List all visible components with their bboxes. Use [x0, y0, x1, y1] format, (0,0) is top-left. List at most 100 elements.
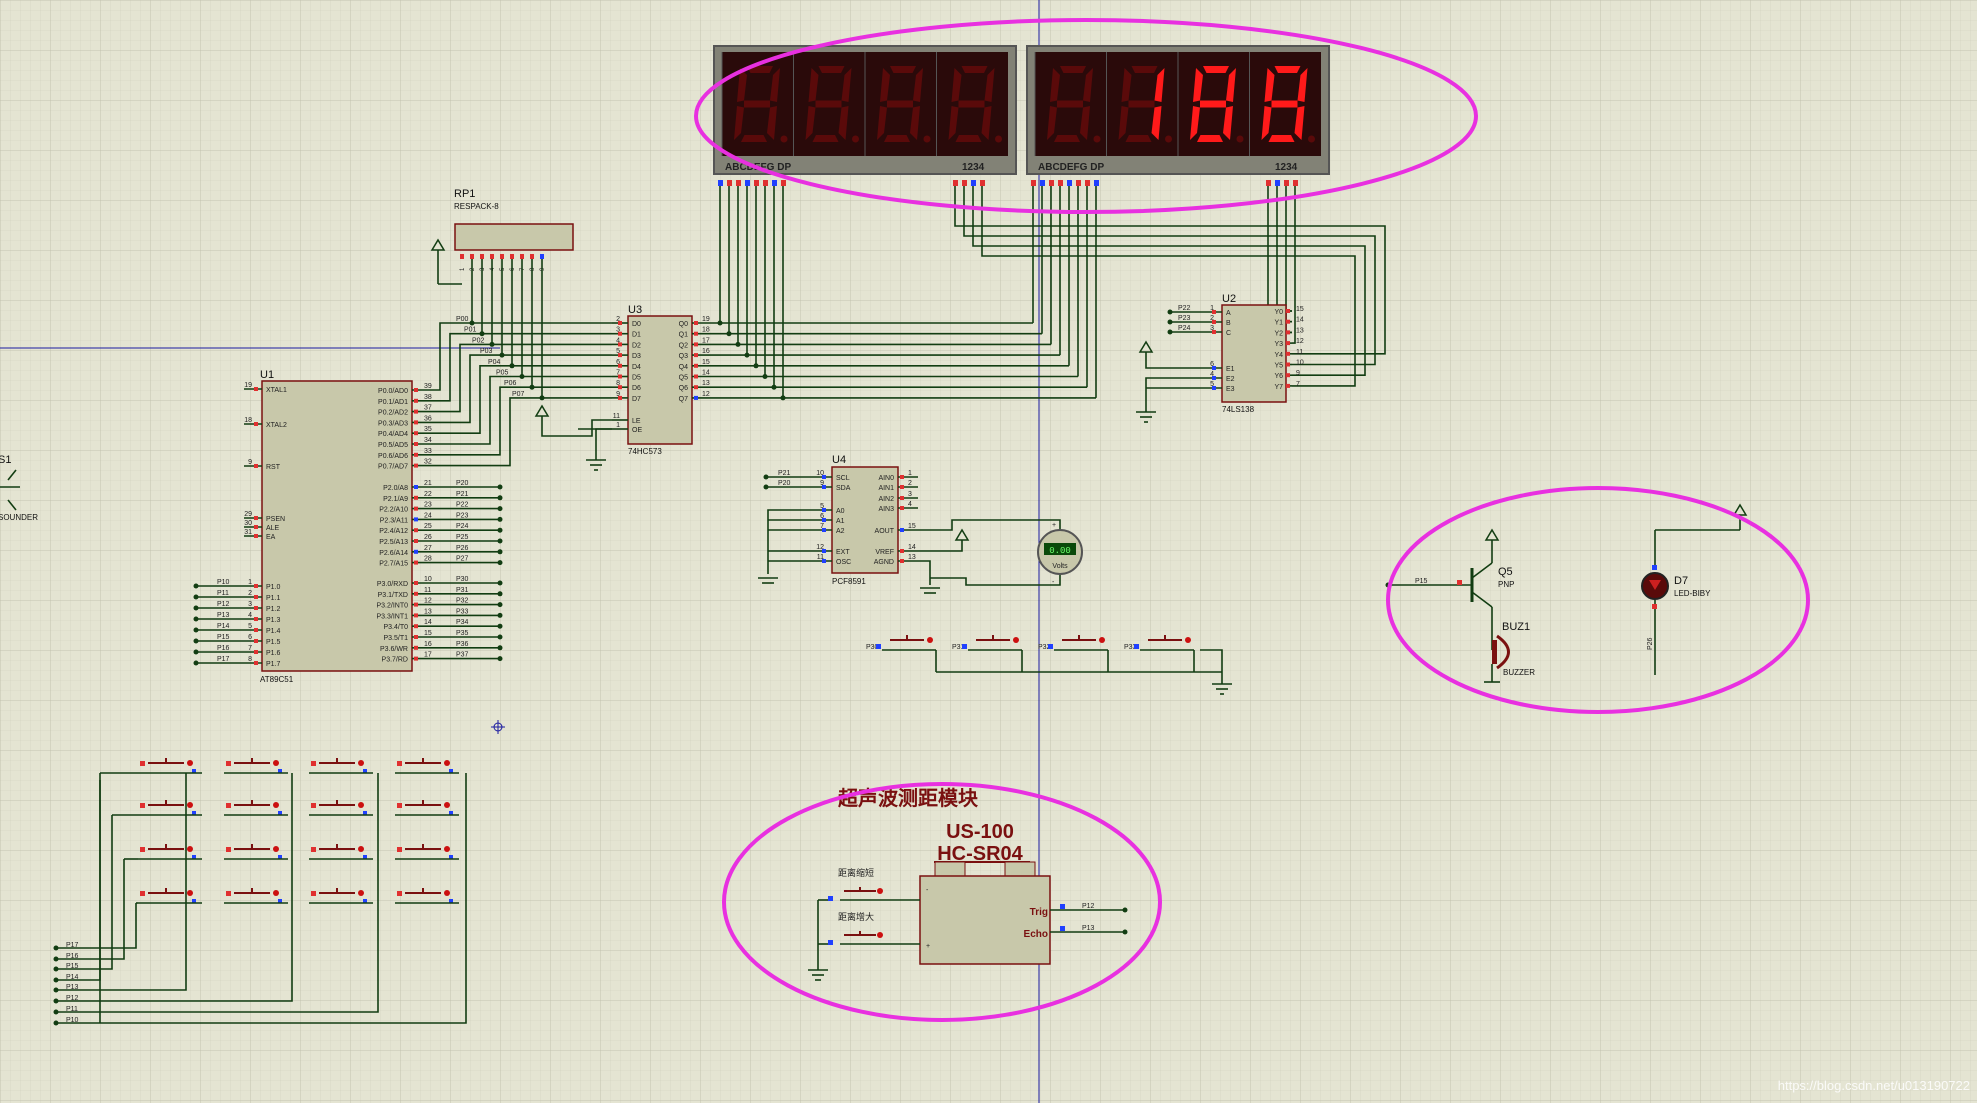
- svg-text:P31: P31: [952, 644, 965, 651]
- svg-text:P10: P10: [66, 1017, 79, 1024]
- distance-shorten-button[interactable]: 距离缩短: [828, 867, 883, 901]
- button-p30[interactable]: P30: [866, 635, 937, 672]
- svg-text:3: 3: [480, 267, 486, 271]
- svg-text:12: 12: [702, 391, 710, 398]
- svg-text:P12: P12: [217, 601, 230, 608]
- svg-text:6: 6: [248, 634, 252, 641]
- display-right-digit-3: [1190, 66, 1244, 143]
- svg-text:32: 32: [424, 459, 432, 466]
- svg-text:3: 3: [908, 491, 912, 498]
- svg-text:37: 37: [424, 405, 432, 412]
- svg-text:12: 12: [816, 544, 824, 551]
- svg-text:2: 2: [1210, 315, 1214, 322]
- ultrasonic-module[interactable]: 超声波测距模块 US-100 HC-SR04 - + Trig Echo P12…: [837, 786, 1128, 965]
- svg-text:27: 27: [424, 545, 432, 552]
- s1-sounder[interactable]: S1 SOUNDER: [0, 454, 38, 522]
- keypad-key-r1c3[interactable]: [309, 758, 373, 774]
- svg-text:5: 5: [616, 348, 620, 355]
- svg-text:P02: P02: [472, 337, 485, 344]
- svg-text:Y1: Y1: [1274, 320, 1283, 327]
- svg-text:P23: P23: [1178, 315, 1191, 322]
- svg-text:A: A: [1226, 310, 1231, 317]
- ultrasonic-highlight: [722, 782, 1162, 1022]
- svg-text:P0.3/AD3: P0.3/AD3: [378, 420, 408, 427]
- distance-lengthen-button[interactable]: 距离增大: [828, 911, 883, 945]
- q5-transistor[interactable]: Q5 PNP P15: [1385, 528, 1515, 650]
- seven-seg-display-right[interactable]: ABCDEFG DP 1234: [1026, 45, 1330, 175]
- svg-text:9: 9: [616, 391, 620, 398]
- svg-text:AIN0: AIN0: [878, 475, 894, 482]
- svg-text:8: 8: [616, 380, 620, 387]
- rp1-power-symbol: [430, 238, 462, 285]
- keypad-key-r1c2[interactable]: [224, 758, 288, 774]
- svg-text:P15: P15: [217, 634, 230, 641]
- keypad-key-r4c4[interactable]: [395, 888, 459, 904]
- ultrasonic-echo-net: P13: [1082, 925, 1095, 932]
- keypad-key-r2c2[interactable]: [224, 800, 288, 816]
- svg-text:13: 13: [908, 554, 916, 561]
- svg-text:Q6: Q6: [679, 385, 688, 392]
- svg-text:P1.1: P1.1: [266, 595, 281, 602]
- svg-text:P22: P22: [1178, 305, 1191, 312]
- s1-part: SOUNDER: [0, 513, 38, 522]
- svg-text:RST: RST: [266, 464, 281, 471]
- svg-text:OSC: OSC: [836, 559, 851, 566]
- u3-latch[interactable]: U3 74HC573 2D03D14D25D36D47D58D69D711LE1…: [534, 304, 712, 471]
- svg-text:Y4: Y4: [1274, 352, 1283, 359]
- svg-text:VREF: VREF: [875, 549, 894, 556]
- keypad-key-r2c1[interactable]: [138, 800, 202, 816]
- svg-text:XTAL2: XTAL2: [266, 422, 287, 429]
- svg-text:P30: P30: [456, 576, 469, 583]
- button-p32[interactable]: P32: [1038, 635, 1109, 672]
- svg-text:2: 2: [616, 316, 620, 323]
- svg-text:Q0: Q0: [679, 321, 688, 328]
- keypad-key-r1c1[interactable]: [138, 758, 202, 774]
- svg-text:Q4: Q4: [679, 364, 688, 371]
- keypad-key-r3c2[interactable]: [224, 844, 288, 860]
- svg-text:P3.1/TXD: P3.1/TXD: [378, 592, 408, 599]
- u1-microcontroller[interactable]: U1 AT89C51 19XTAL118XTAL29RST29PSEN30ALE…: [193, 259, 613, 684]
- svg-text:16: 16: [424, 641, 432, 648]
- svg-text:D4: D4: [632, 364, 641, 371]
- svg-text:P10: P10: [217, 579, 230, 586]
- keypad-key-r3c3[interactable]: [309, 844, 373, 860]
- svg-text:7: 7: [248, 645, 252, 652]
- svg-text:P21: P21: [778, 470, 791, 477]
- keypad-key-r4c2[interactable]: [224, 888, 288, 904]
- keypad-key-r2c3[interactable]: [309, 800, 373, 816]
- button-p33[interactable]: P33: [1124, 635, 1195, 672]
- svg-text:38: 38: [424, 394, 432, 401]
- keypad-key-r4c3[interactable]: [309, 888, 373, 904]
- svg-text:P35: P35: [456, 630, 469, 637]
- u4-ref: U4: [832, 454, 846, 466]
- svg-text:30: 30: [244, 520, 252, 527]
- svg-text:19: 19: [702, 316, 710, 323]
- keypad-key-r3c4[interactable]: [395, 844, 459, 860]
- u2-decoder[interactable]: U2 74LS138 1AP222BP233CP246E14E25E315Y01…: [1136, 293, 1304, 423]
- svg-text:P12: P12: [66, 995, 79, 1002]
- svg-text:7: 7: [820, 523, 824, 530]
- keypad-key-r4c1[interactable]: [138, 888, 202, 904]
- seven-seg-display-left[interactable]: ABCDEFG DP 1234: [713, 45, 1017, 175]
- keypad-key-r3c1[interactable]: [138, 844, 202, 860]
- keypad-key-r1c4[interactable]: [395, 758, 459, 774]
- svg-text:OE: OE: [632, 427, 642, 434]
- svg-text:14: 14: [1296, 317, 1304, 324]
- svg-text:P04: P04: [488, 359, 501, 366]
- svg-text:D6: D6: [632, 385, 641, 392]
- svg-text:P2.7/A15: P2.7/A15: [379, 561, 408, 568]
- svg-text:15: 15: [702, 359, 710, 366]
- svg-text:LE: LE: [632, 418, 641, 425]
- keypad-key-r2c4[interactable]: [395, 800, 459, 816]
- voltmeter[interactable]: 0.00 Volts + -: [1037, 522, 1083, 586]
- ultrasonic-model2: HC-SR04: [937, 843, 1023, 865]
- buz1-buzzer[interactable]: BUZ1 BUZZER: [1484, 621, 1535, 683]
- u4-adc[interactable]: U4 PCF8591 10SCLP219SDAP205A06A17A212EXT…: [758, 454, 1061, 594]
- svg-text:SDA: SDA: [836, 485, 851, 492]
- svg-text:8: 8: [530, 267, 536, 271]
- svg-text:P2.0/A8: P2.0/A8: [383, 485, 408, 492]
- voltmeter-unit: Volts: [1052, 563, 1068, 570]
- svg-text:4: 4: [248, 612, 252, 619]
- button-p31[interactable]: P31: [952, 635, 1023, 672]
